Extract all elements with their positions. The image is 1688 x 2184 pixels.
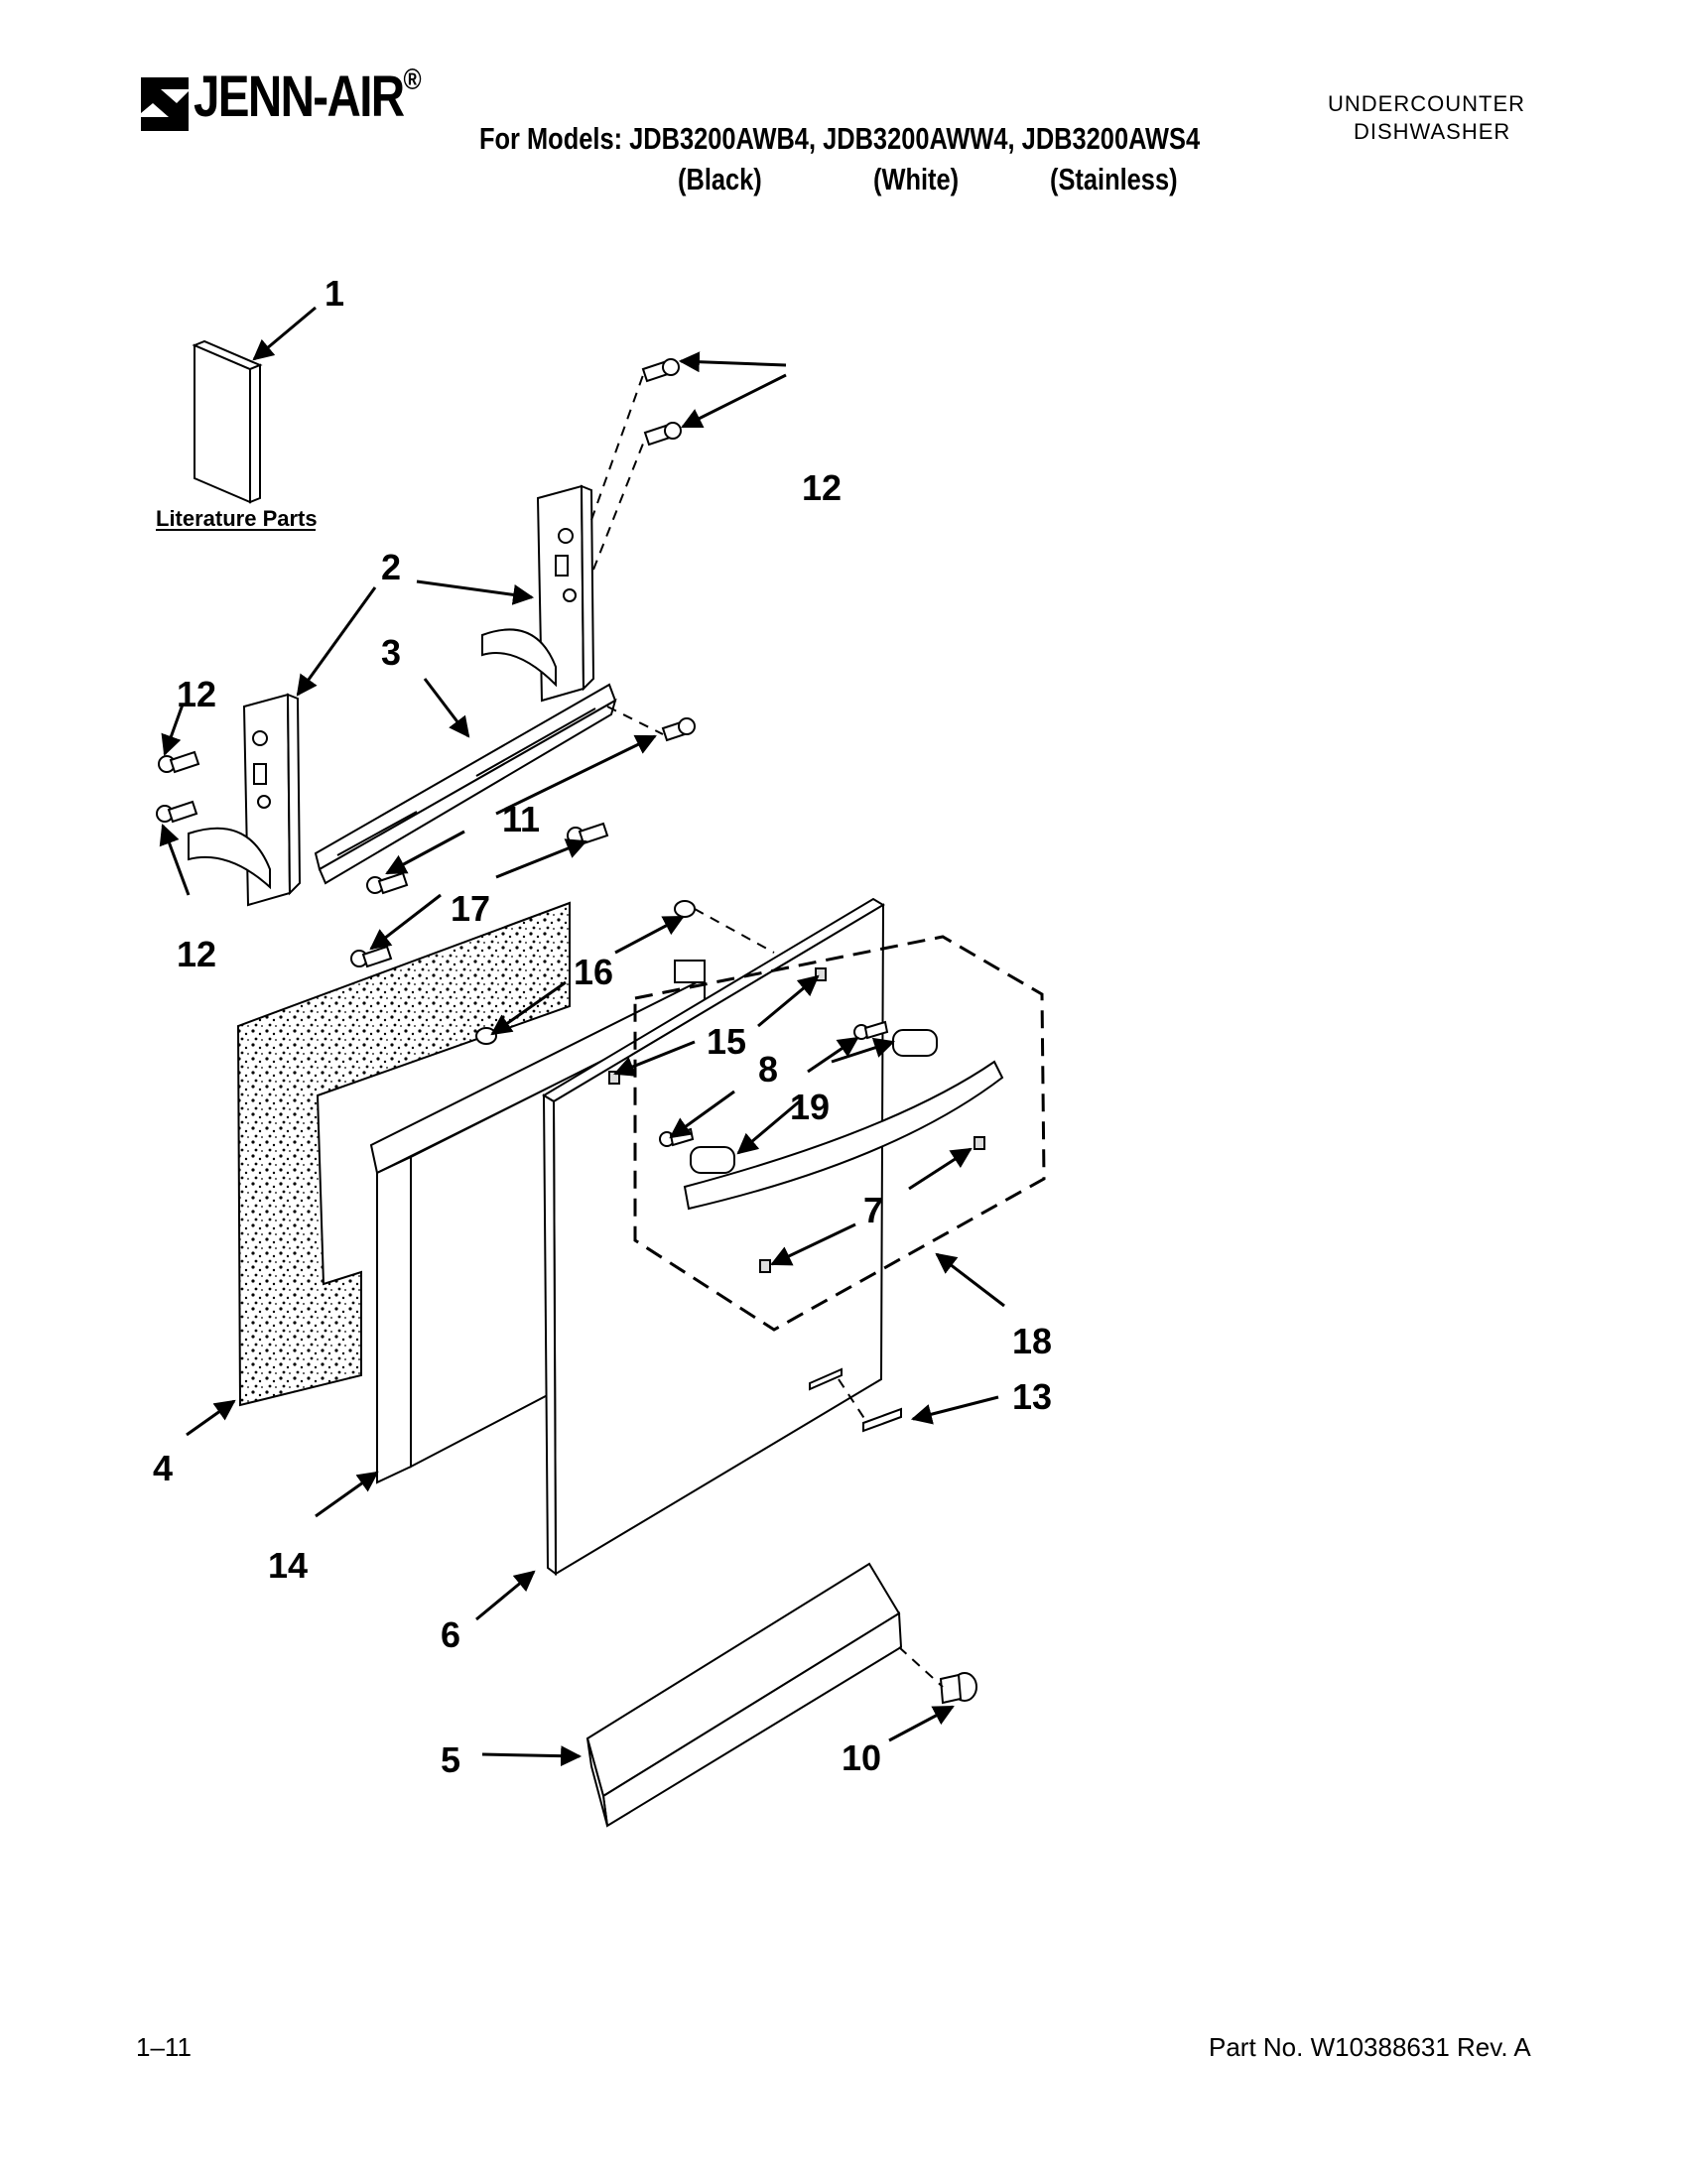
callout-4: 4 [153,1448,173,1488]
callout-17: 17 [451,888,490,929]
callout-6: 6 [441,1614,460,1655]
leader-lines [590,374,944,1688]
callout-3: 3 [381,632,401,673]
callout-8: 8 [758,1049,778,1090]
callout-14: 14 [268,1545,308,1586]
literature-part-icon [192,339,263,504]
literature-parts-label: Literature Parts [156,506,318,531]
callout-16: 16 [574,952,613,992]
callout-12-left: 12 [177,674,216,714]
brand-name: JENN-AIR® [194,64,422,129]
callout-15: 15 [707,1021,746,1062]
part-number: Part No. W10388631 Rev. A [1209,2032,1531,2062]
badge-slot [809,1367,902,1433]
toe-panel-screw-icon [939,1672,977,1705]
callout-2: 2 [381,547,401,587]
right-mounting-bracket [481,484,595,703]
callout-12-top: 12 [802,467,842,508]
callout-11: 11 [502,799,540,839]
jenn-air-logo-icon [141,77,189,131]
callout-12-bottom: 12 [177,934,216,974]
models-line: For Models: JDB3200AWB4, JDB3200AWW4, JD… [479,121,1201,156]
callout-7: 7 [863,1190,883,1230]
callout-19: 19 [790,1087,830,1127]
callout-arrows [159,306,1005,1767]
finish-white: (White) [873,162,960,196]
left-mounting-bracket [188,693,302,907]
mounting-rail [314,683,617,885]
callout-5: 5 [441,1739,460,1780]
washer-icon [674,900,696,918]
page-number: 1–11 [136,2032,192,2062]
washer-icon [475,1027,497,1045]
handle-assembly-outline [633,935,1046,1332]
finish-black: (Black) [678,162,762,196]
finish-stainless: (Stainless) [1050,162,1178,196]
callout-18: 18 [1012,1321,1052,1361]
door-handle [683,1060,1004,1211]
toe-panel [585,1562,903,1828]
product-type-line1: UNDERCOUNTER [1328,91,1525,116]
callout-13: 13 [1012,1376,1052,1417]
screw-icon [156,358,696,968]
callout-1: 1 [325,273,344,314]
callout-10: 10 [842,1737,881,1778]
product-type-line2: DISHWASHER [1354,119,1511,144]
